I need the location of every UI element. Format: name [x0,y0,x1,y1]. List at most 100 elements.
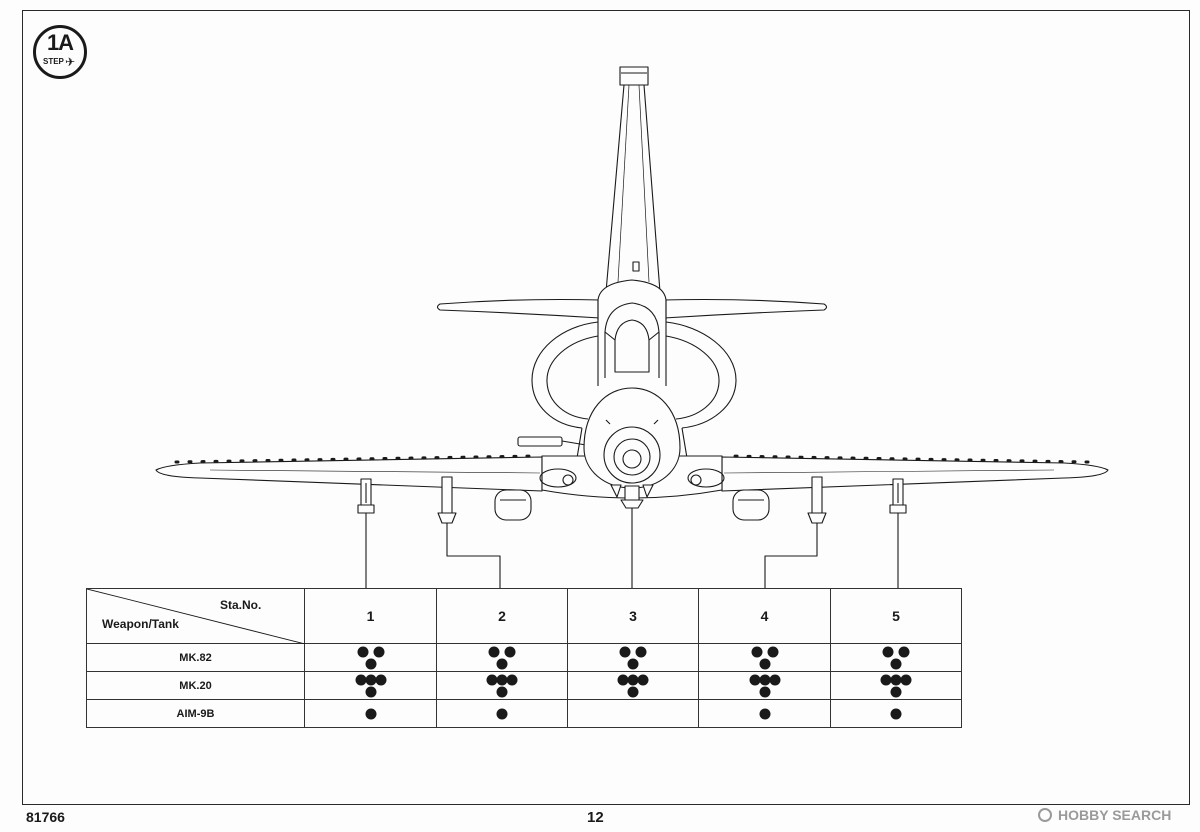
right-main-gear-fairing [732,489,770,521]
weapon-station-table: Sta.No. Weapon/Tank 1 2 3 4 5 MK.82 MK.2… [86,588,962,728]
weapon-dot [365,674,376,685]
station-leader-lines [365,508,899,588]
hobby-search-logo-icon [1038,808,1052,822]
station-number-heading: Sta.No. [220,598,262,612]
weapon-tank-heading: Weapon/Tank [102,617,179,631]
weapon-label: AIM-9B [86,699,305,728]
station-header-4: 4 [698,588,831,644]
pylon-station-3 [620,485,644,509]
weapon-dot [506,674,518,685]
weapon-dot [890,708,902,719]
right-wing [721,454,1109,492]
dot-cell [698,699,831,728]
weapon-dot [365,686,376,697]
kit-part-number: 81766 [26,809,65,825]
left-main-gear-fairing [494,489,532,521]
weapon-dot [890,658,902,669]
weapon-dot [880,674,892,685]
leader-line-station-4 [764,523,818,588]
weapon-dot [627,658,639,669]
nose-gear [610,484,654,498]
table-row: MK.20 [86,671,962,700]
station-header-3: 3 [567,588,699,644]
leader-line-station-2 [446,523,501,588]
dot-cell [436,699,568,728]
weapon-dot [898,646,910,657]
station-header-2: 2 [436,588,568,644]
weapon-label: MK.82 [86,643,305,672]
weapon-dot [890,686,902,697]
dot-cell [304,699,437,728]
weapon-dot [365,708,376,719]
left-wing [155,454,543,492]
dot-cell [436,671,568,700]
weapon-dot [357,646,368,657]
table-row: AIM-9B [86,699,962,728]
vertical-tail [605,66,661,293]
station-header-1: 1 [304,588,437,644]
left-intake [531,321,599,429]
weapon-dot [769,674,780,685]
step-number: 1A [46,30,74,55]
weapon-dot [635,646,647,657]
weapon-dot [619,646,631,657]
dot-cell [830,699,962,728]
right-intake [665,321,737,429]
weapon-dot [759,658,770,669]
table-row: MK.82 [86,643,962,672]
dot-cell [698,643,831,672]
weapon-dot [751,646,762,657]
weapon-label: MK.20 [86,671,305,700]
weapon-dot [496,658,508,669]
weapon-dot [900,674,912,685]
weapon-dot [373,646,384,657]
weapon-dot [496,708,508,719]
weapon-dot [355,674,366,685]
weapon-dot [637,674,649,685]
dot-cell [304,643,437,672]
corner-diagonal-line [87,589,305,644]
weapon-dot [496,674,508,685]
dot-cell [698,671,831,700]
table-corner-header: Sta.No. Weapon/Tank [86,588,305,644]
weapon-dot [759,686,770,697]
nose-radome [583,387,681,489]
dot-cell [567,699,699,728]
weapon-dot [496,686,508,697]
weapon-dot [627,686,639,697]
weapon-dot [486,674,498,685]
refueling-probe [517,436,587,447]
weapon-dot [488,646,500,657]
pylon-station-2 [437,476,457,524]
weapon-dot [627,674,639,685]
station-header-5: 5 [830,588,962,644]
fuselage-sides [576,427,688,459]
step-badge: 1A STEP ✈ [33,25,87,79]
weapon-dot [365,658,376,669]
dot-cell [830,671,962,700]
dot-cell [304,671,437,700]
dot-cell [436,643,568,672]
airplane-icon: ✈ [65,55,76,69]
weapon-dot [759,674,770,685]
weapon-dot [759,708,770,719]
page-number: 12 [587,809,604,826]
weapon-dot [767,646,778,657]
watermark-text: HOBBY SEARCH [1058,807,1172,823]
weapon-dot [749,674,760,685]
horizontal-stabilizer [436,298,828,319]
weapon-dot [882,646,894,657]
step-label: STEP [43,57,64,66]
weapon-dot [890,674,902,685]
dot-cell [567,643,699,672]
weapon-dot [504,646,516,657]
pylon-station-4 [807,476,827,524]
weapon-dot [617,674,629,685]
weapon-dot [375,674,386,685]
table-header-row: Sta.No. Weapon/Tank 1 2 3 4 5 [86,588,962,644]
dot-cell [567,671,699,700]
canopy [597,279,667,386]
watermark: HOBBY SEARCH [1038,807,1171,825]
page-border [22,10,1190,805]
